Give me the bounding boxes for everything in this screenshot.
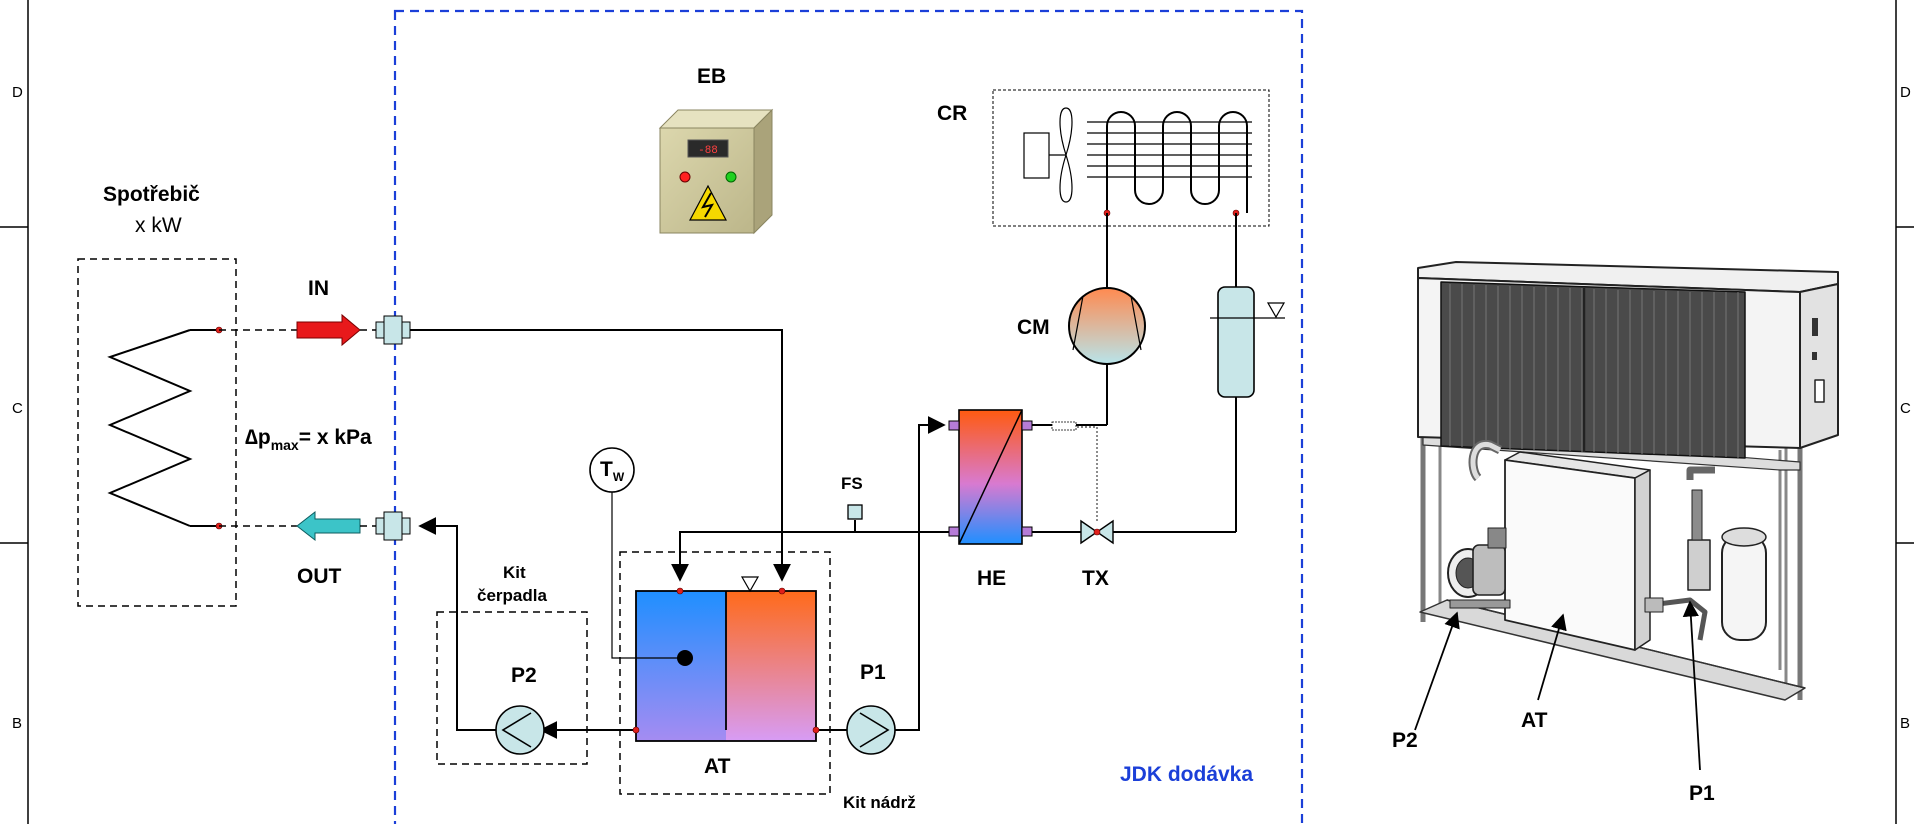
heat-exchanger: HE xyxy=(948,409,1081,590)
he-label: HE xyxy=(977,567,1006,590)
supply-boundary xyxy=(393,9,1304,824)
supply-label: JDK dodávka xyxy=(1120,763,1253,786)
expansion-valve: TX xyxy=(1036,426,1114,590)
receiver-icon xyxy=(1217,286,1255,398)
consumer-title: Spotřebič xyxy=(103,183,200,206)
grid-row-right-b: B xyxy=(1900,715,1910,732)
condenser: CR xyxy=(937,89,1270,227)
eb-label: EB xyxy=(697,65,726,88)
p1-label: P1 xyxy=(860,661,886,684)
pump-p2-icon xyxy=(495,705,545,755)
fs-label: FS xyxy=(841,474,863,493)
photo-condenser-grille xyxy=(1440,281,1746,459)
grid-row-right-c: C xyxy=(1900,400,1911,417)
flow-switch-icon xyxy=(847,504,863,520)
outlet-arrow-icon xyxy=(296,510,361,542)
grid-row-left-b: B xyxy=(12,715,22,732)
consumer-coil xyxy=(107,329,193,527)
receiver xyxy=(1109,213,1286,533)
consumer-box xyxy=(77,258,237,607)
cm-label: CM xyxy=(1017,316,1050,339)
inlet-port: IN xyxy=(219,277,411,347)
photo-tank xyxy=(1504,459,1636,651)
pump-p1-icon xyxy=(846,705,896,755)
consumer-pressure: ∆pmax= x kPa xyxy=(245,426,372,453)
inlet-arrow-icon xyxy=(296,313,361,347)
compressor-icon xyxy=(1068,287,1146,365)
outlet-coupling-icon xyxy=(375,511,411,541)
grid-row-right-d: D xyxy=(1900,84,1911,101)
outlet-label: OUT xyxy=(297,565,342,588)
compressor: CM xyxy=(1017,213,1146,426)
tank-hot-side xyxy=(726,591,816,741)
tank-kit-box xyxy=(619,551,831,795)
pump-kit-label-line1: Kit xyxy=(503,563,526,582)
tank: Kit nádrž AT TW xyxy=(589,447,916,812)
photo-label-at: AT xyxy=(1521,709,1548,732)
electrical-box: EB -88 xyxy=(658,65,774,235)
p2-label: P2 xyxy=(511,664,537,687)
cr-label: CR xyxy=(937,102,967,125)
inlet-label: IN xyxy=(308,277,329,300)
tx-label: TX xyxy=(1082,567,1109,590)
outlet-port: OUT xyxy=(219,510,411,588)
tank-cold-side xyxy=(636,591,726,741)
pump-kit-label-line2: čerpadla xyxy=(477,586,547,605)
fan-icon xyxy=(1049,107,1073,203)
level-icon xyxy=(1266,302,1286,319)
photo-label-p2: P2 xyxy=(1392,729,1418,752)
tank-kit-label: Kit nádrž xyxy=(843,793,916,812)
pump-kit: Kit čerpadla P2 xyxy=(436,563,588,765)
tw-label: TW xyxy=(600,458,625,484)
tank-level-icon xyxy=(740,576,760,593)
condenser-coil-icon xyxy=(1087,111,1252,213)
photo-label-p1: P1 xyxy=(1689,782,1715,805)
chiller-photo: P2 AT P1 xyxy=(1392,261,1839,805)
inlet-coupling-icon xyxy=(375,315,411,345)
consumer: Spotřebič x kW ∆pmax= x kPa xyxy=(77,183,372,607)
pump-p1: P1 xyxy=(846,661,896,755)
at-label: AT xyxy=(704,755,731,778)
pump-kit-box xyxy=(436,611,588,765)
photo-compressor xyxy=(1644,466,1767,641)
grid-row-left-c: C xyxy=(12,400,23,417)
grid-row-left-d: D xyxy=(12,84,23,101)
svg-text:-88: -88 xyxy=(698,145,718,157)
hazard-icon xyxy=(689,184,727,221)
condenser-box xyxy=(992,89,1270,227)
consumer-power: x kW xyxy=(135,214,182,237)
photo-pump-p2 xyxy=(1447,527,1511,609)
